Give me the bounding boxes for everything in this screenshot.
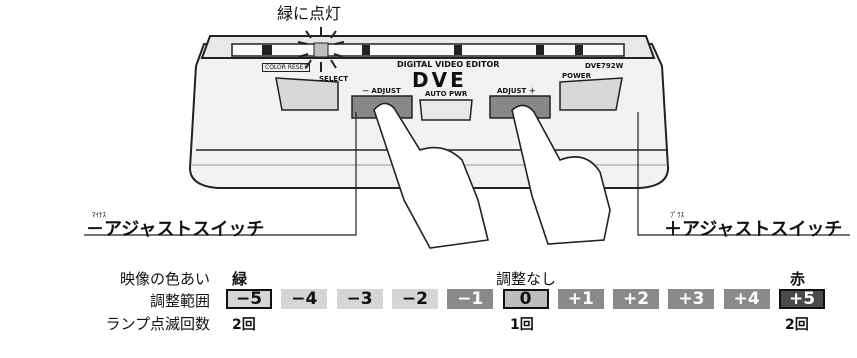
- blink-center: 1回: [510, 317, 534, 333]
- hue-row-label: 映像の色あい: [119, 270, 210, 288]
- plus-switch-label: ＋アジャストスイッチ: [664, 219, 843, 240]
- minus-switch-ruby: ﾏｲﾅｽ: [92, 211, 106, 219]
- led-4: [454, 45, 462, 55]
- device-brand-line: DIGITAL VIDEO EDITOR: [397, 60, 500, 69]
- led-callout: 緑に点灯: [277, 4, 342, 23]
- scale-cell: +3: [668, 289, 715, 309]
- device-logo: DVE: [412, 68, 467, 92]
- scale-cell: −3: [336, 289, 383, 309]
- hue-none: 調整なし: [496, 270, 557, 288]
- scale-cell: +5: [779, 289, 825, 309]
- power-label: POWER: [562, 72, 591, 80]
- auto-pwr-label: AUTO PWR: [425, 90, 468, 98]
- adjust-minus-label: － ADJUST: [362, 87, 401, 95]
- color-reset-label: COLOR RESET: [262, 63, 311, 72]
- adjust-plus-label: ADJUST ＋: [497, 87, 536, 95]
- led-1: [262, 45, 272, 55]
- led-6: [575, 45, 583, 55]
- blink-row-label: ランプ点滅回数: [105, 315, 210, 333]
- blink-right: 2回: [785, 317, 809, 333]
- scale-cell: +2: [613, 289, 660, 309]
- led-5: [536, 45, 544, 55]
- plus-switch-ruby: ﾌﾟﾗｽ: [670, 211, 684, 219]
- scale-cell: −4: [281, 289, 328, 309]
- scale-cell: −2: [391, 289, 438, 309]
- scale-cell: −5: [226, 289, 272, 309]
- scale-cell: 0: [502, 289, 549, 309]
- blink-left: 2回: [232, 317, 256, 333]
- scale-cell: +1: [557, 289, 604, 309]
- scale-cell: +4: [723, 289, 770, 309]
- hue-red: 赤: [790, 270, 806, 288]
- scale-cell: −1: [447, 289, 494, 309]
- device-model: DVE792W: [585, 62, 624, 70]
- led-select: [313, 42, 329, 58]
- select-label: SELECT: [319, 75, 348, 83]
- range-row-label: 調整範囲: [149, 292, 210, 310]
- minus-switch-label: －アジャストスイッチ: [86, 219, 265, 240]
- hue-green: 緑: [232, 270, 248, 288]
- led-3: [362, 45, 370, 55]
